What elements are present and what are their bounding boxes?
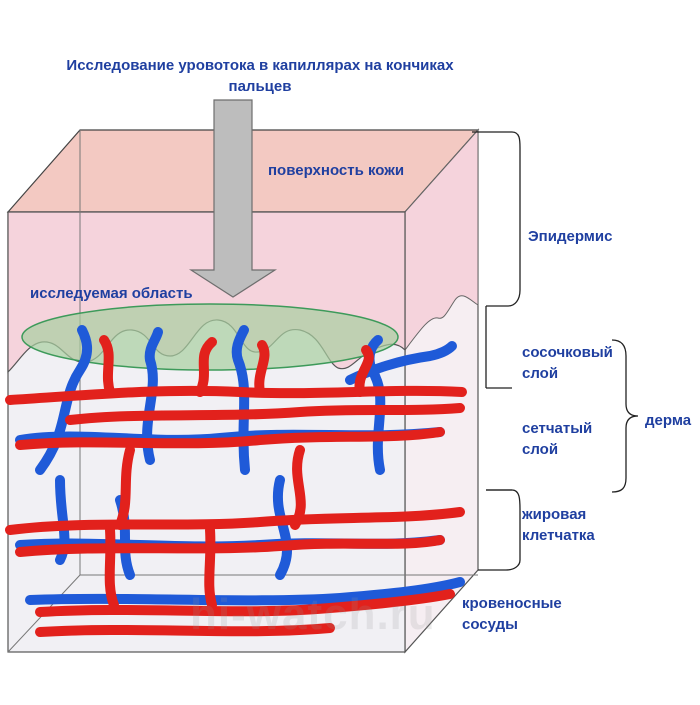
watermark: hi-watch.ru bbox=[190, 590, 436, 639]
fat-layer-label-2: клетчатка bbox=[522, 527, 595, 544]
arteries bbox=[5, 335, 467, 637]
skin-surface-label: поверхность кожи bbox=[268, 162, 405, 179]
papillary-layer-label-2: слой bbox=[522, 365, 559, 382]
epidermis-side-layer bbox=[404, 128, 479, 352]
fat-bracket bbox=[478, 489, 521, 571]
study-area-ellipse bbox=[21, 303, 399, 371]
vessels-label-2: сосуды bbox=[462, 616, 518, 633]
layer-brackets bbox=[472, 131, 639, 571]
vessels-label-1: кровеносные bbox=[462, 595, 562, 612]
fat-layer-label-1: жировая bbox=[522, 506, 587, 523]
papillary-layer-label-1: сосочковый bbox=[522, 344, 613, 361]
dermis-brace bbox=[611, 339, 639, 493]
epidermis-bracket bbox=[472, 131, 521, 307]
reticular-layer-label-1: сетчатый bbox=[522, 420, 593, 437]
study-area-label: исследуемая область bbox=[30, 285, 193, 302]
dermis-label: дерма bbox=[645, 412, 692, 429]
diagram-title: Исследование уровотока в капиллярах на к… bbox=[66, 57, 454, 95]
epidermis-label: Эпидермис bbox=[528, 228, 613, 245]
study-direction-arrow bbox=[188, 99, 278, 298]
reticular-layer-label-2: слой bbox=[522, 441, 559, 458]
